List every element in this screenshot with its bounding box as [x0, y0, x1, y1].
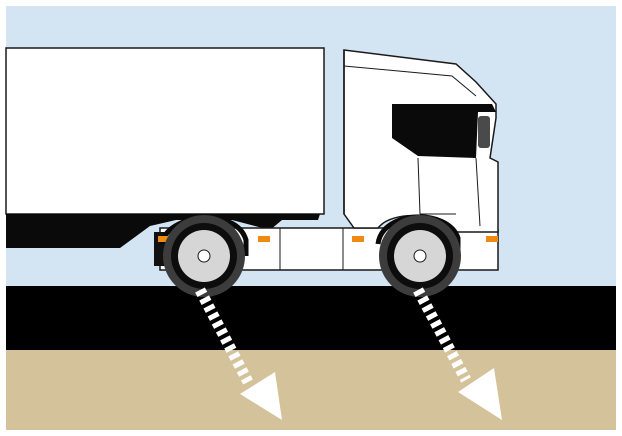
marker-light — [158, 236, 168, 242]
windshield — [392, 104, 496, 158]
trailer-box — [5, 47, 325, 215]
road-surface — [0, 286, 622, 350]
door-line — [417, 157, 421, 215]
front-steer-wheel — [379, 215, 461, 297]
ground-strip — [0, 348, 622, 436]
mirror — [478, 116, 490, 148]
marker-light — [258, 236, 270, 242]
grille-line — [475, 157, 481, 227]
load-arrow-front — [413, 287, 502, 420]
rear-drive-wheel — [163, 215, 245, 297]
roof-line — [343, 65, 477, 97]
marker-light — [352, 236, 364, 242]
trailer-chassis — [6, 214, 320, 248]
marker-light — [486, 236, 498, 242]
load-arrow-rear — [195, 287, 282, 420]
trailer — [5, 47, 325, 248]
